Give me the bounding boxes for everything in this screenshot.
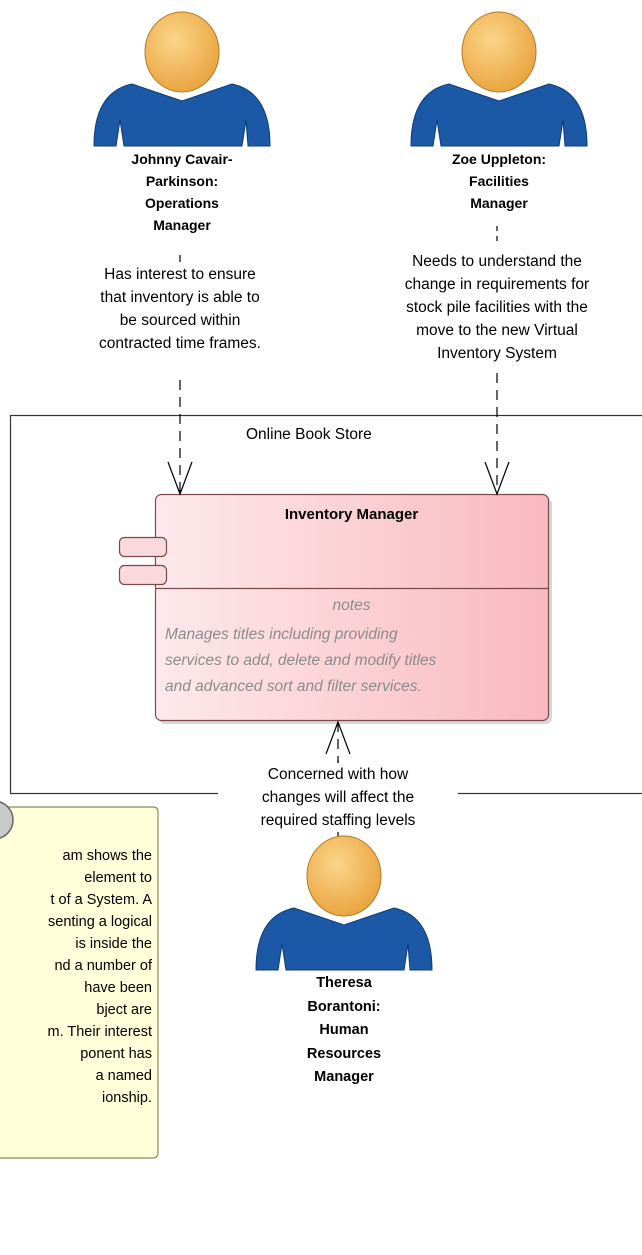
connector-label-line: Inventory System [437, 345, 557, 362]
notes-line: and advanced sort and filter services. [165, 678, 422, 695]
facilities-actor-name: Zoe Uppleton: Facilities Manager [409, 148, 589, 214]
actor-name-line: Manager [470, 195, 528, 211]
connector-label-line: Concerned with how [267, 766, 409, 783]
note-line: have been [84, 980, 152, 996]
connector-label-line: that inventory is able to [100, 289, 260, 306]
operations-connector-label: Has interest to ensure that inventory is… [40, 263, 320, 355]
connector-label-line: required staffing levels [260, 812, 416, 829]
actor-hr[interactable] [255, 835, 433, 971]
facilities-dependency-arrow [484, 461, 510, 496]
note-icon [0, 801, 14, 839]
actor-name-line: Manager [314, 1069, 374, 1085]
connector-label-line: Needs to understand the [412, 253, 582, 270]
actor-name-line: Manager [153, 217, 211, 233]
actor-head [144, 11, 220, 93]
actor-facilities[interactable] [410, 11, 588, 147]
note-line: t of a System. A [50, 892, 152, 908]
connector-label-line: changes will affect the [261, 789, 415, 806]
connector-label-line: be sourced within [119, 312, 241, 329]
actor-body [255, 907, 433, 971]
note-line: am shows the [62, 848, 152, 864]
notes-text: Manages titles including providing servi… [165, 622, 545, 700]
connector-label-line: move to the new Virtual [416, 322, 578, 339]
actor-head [461, 11, 537, 93]
actor-name-line: Parkinson: [145, 173, 219, 189]
component-port-top [118, 536, 168, 558]
note-line: bject are [96, 1002, 152, 1018]
note-line: nd a number of [54, 958, 152, 974]
note-line: m. Their interest [47, 1024, 153, 1040]
hr-connector-label: Concerned with how changes will affect t… [218, 763, 458, 832]
facilities-connector-label: Needs to understand the change in requir… [352, 250, 642, 365]
actor-name-line: Operations [145, 195, 219, 211]
actor-name-line: Johnny Cavair- [131, 151, 233, 167]
note-line: is inside the [75, 936, 152, 952]
connector-label-line: Has interest to ensure [104, 266, 256, 283]
actor-body [410, 83, 588, 147]
connector-label-line: stock pile facilities with the [406, 299, 588, 316]
note-line: a named [95, 1068, 152, 1084]
note-line: senting a logical [48, 914, 152, 930]
notes-heading: notes [332, 597, 371, 614]
actor-name-line: Theresa [316, 975, 372, 991]
note-line: ponent has [80, 1046, 152, 1062]
note-line: ionship. [102, 1090, 152, 1106]
hr-dependency-arrow [325, 720, 351, 755]
boundary-name: Online Book Store [246, 426, 372, 443]
notes-line: services to add, delete and modify title… [165, 652, 437, 669]
actor-head [306, 835, 382, 917]
operations-dependency-arrow [167, 461, 193, 496]
component-name: Inventory Manager [284, 506, 419, 523]
connector-label-line: contracted time frames. [99, 335, 261, 352]
note-line: element to [84, 870, 152, 886]
note-box[interactable] [0, 806, 159, 1159]
actor-operations[interactable] [93, 11, 271, 147]
note-text: am shows the element to t of a System. A… [48, 845, 153, 1109]
actor-name-line: Borantoni: [307, 998, 381, 1015]
actor-name-line: Human [319, 1022, 369, 1038]
operations-actor-name: Johnny Cavair- Parkinson: Operations Man… [92, 148, 272, 236]
actor-name-line: Resources [306, 1045, 382, 1062]
inventory-manager-component[interactable] [154, 493, 550, 722]
notes-line: Manages titles including providing [165, 626, 398, 643]
actor-body [93, 83, 271, 147]
component-port-bottom [118, 564, 168, 586]
actor-name-line: Zoe Uppleton: [451, 151, 547, 167]
hr-actor-name: Theresa Borantoni: Human Resources Manag… [254, 972, 434, 1090]
connector-label-line: change in requirements for [404, 276, 590, 293]
actor-name-line: Facilities [469, 173, 529, 189]
